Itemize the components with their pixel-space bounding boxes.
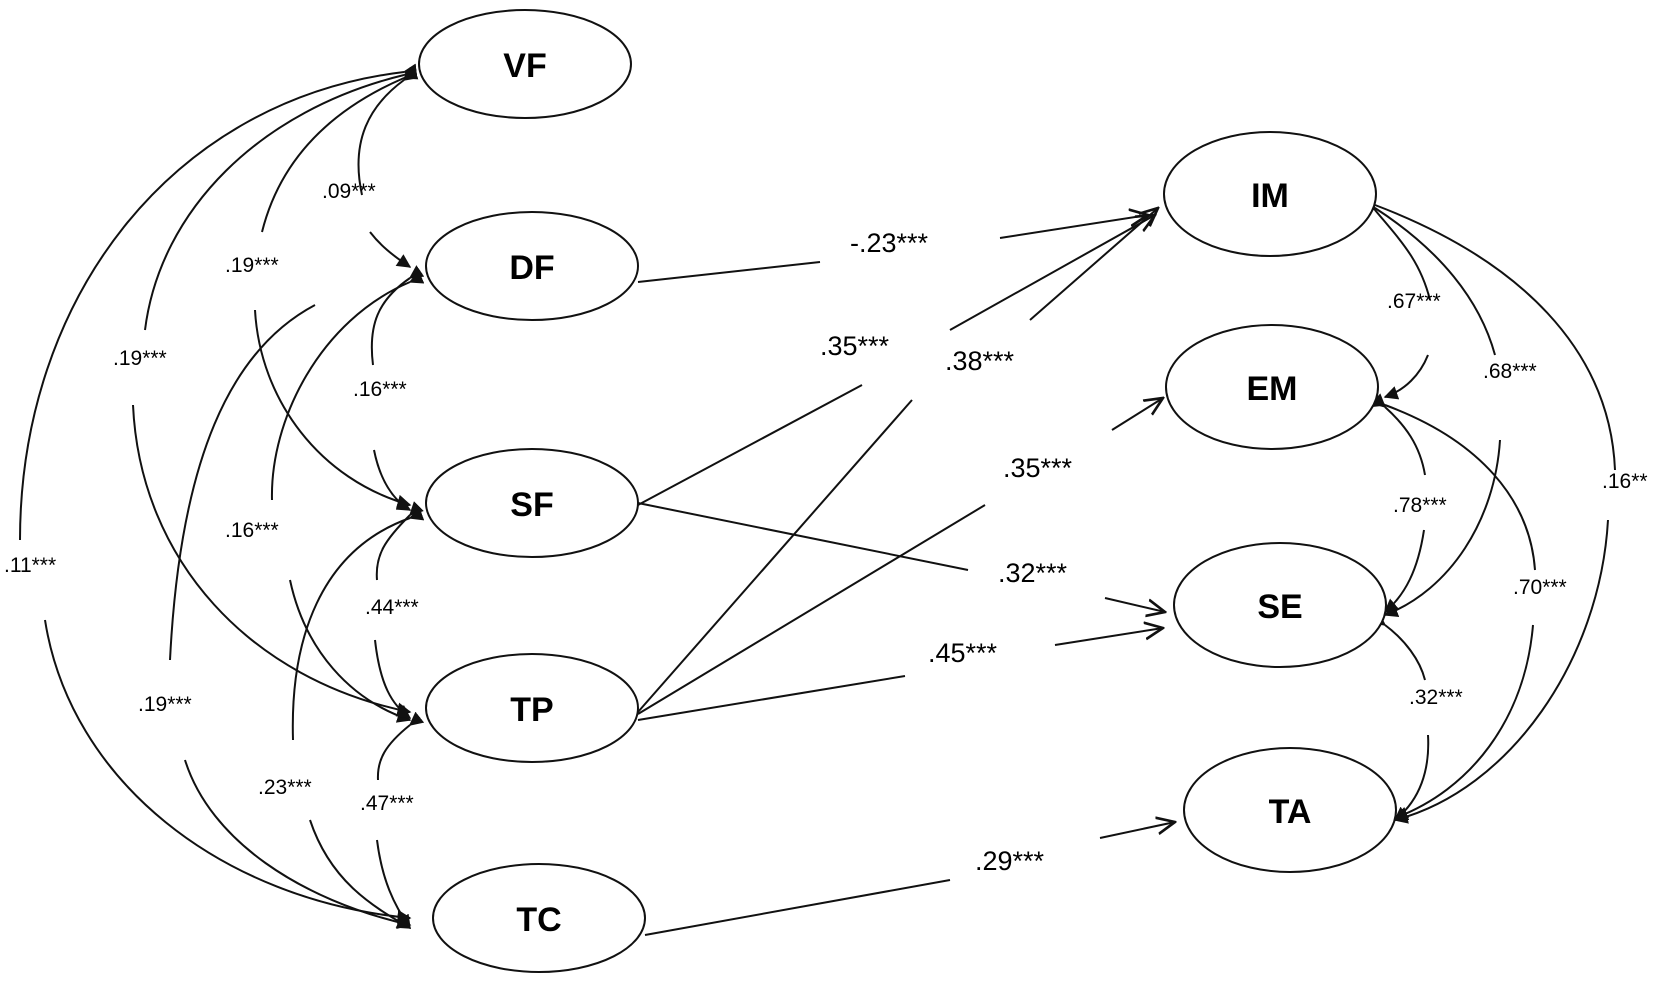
node-df-label: DF: [509, 249, 554, 287]
coef-tp-tc: .47***: [360, 792, 414, 815]
path-df-im: [637, 261, 821, 283]
edge-vf-tp-b: [132, 404, 412, 717]
coef-df-im: -.23***: [850, 228, 929, 258]
coef-em-ta: .70***: [1513, 576, 1567, 599]
node-tp: TP: [425, 653, 639, 763]
coefficient-labels: .09*** .19*** .19*** .11*** .16*** .16**…: [4, 180, 1648, 876]
edge-vf-tc: [19, 63, 418, 541]
path-sf-im-b: [949, 215, 1155, 331]
edge-sf-tc-b: [309, 819, 412, 929]
path-tp-im: [637, 399, 913, 713]
node-em-label: EM: [1247, 370, 1298, 408]
coef-vf-tp: .19***: [113, 347, 167, 370]
edge-sf-tp: [375, 501, 424, 581]
edge-im-se-b: [1383, 439, 1501, 618]
coef-im-em: .67***: [1387, 290, 1441, 313]
node-tp-label: TP: [510, 691, 553, 729]
node-df: DF: [425, 211, 639, 321]
node-vf-label: VF: [503, 47, 546, 85]
coef-vf-df: .09***: [322, 180, 376, 203]
path-sf-im: [637, 384, 863, 506]
node-im: IM: [1163, 131, 1377, 257]
edge-vf-df: [357, 66, 419, 196]
coef-sf-im: .35***: [820, 331, 890, 361]
coef-tp-em: .35***: [1003, 453, 1073, 483]
edge-sf-tc: [291, 507, 425, 741]
correlations-left: [19, 63, 425, 930]
edge-df-sf: [370, 265, 425, 366]
edge-im-ta: [1360, 193, 1616, 471]
node-tc-label: TC: [516, 901, 561, 939]
edge-tp-tc-b: [376, 839, 411, 930]
edge-em-ta-b: [1393, 624, 1534, 821]
node-vf: VF: [418, 9, 632, 119]
node-ta: TA: [1183, 747, 1397, 873]
edge-em-ta: [1370, 394, 1536, 571]
coef-im-ta: .16**: [1602, 470, 1648, 493]
regression-paths: [637, 208, 1175, 936]
path-df-im-b: [999, 215, 1148, 239]
edge-im-ta-b: [1393, 519, 1609, 824]
node-ta-label: TA: [1269, 793, 1312, 831]
edge-tp-tc: [376, 711, 425, 781]
coef-vf-sf: .19***: [225, 254, 279, 277]
coef-df-sf: .16***: [353, 378, 407, 401]
edge-sf-tp-b: [374, 639, 412, 719]
coef-se-ta: .32***: [1409, 686, 1463, 709]
coef-im-se: .68***: [1483, 360, 1537, 383]
edge-em-se-b: [1383, 529, 1425, 613]
edge-vf-sf-b: [254, 309, 412, 509]
path-tp-em-b: [1111, 398, 1163, 431]
path-tp-em: [637, 504, 986, 715]
node-tc: TC: [432, 863, 646, 973]
coef-tp-se: .45***: [928, 638, 998, 668]
coef-sf-tp: .44***: [365, 596, 419, 619]
path-sf-se: [637, 502, 969, 571]
coef-sf-se: .32***: [998, 558, 1068, 588]
path-tp-im-b: [1029, 208, 1158, 321]
node-im-label: IM: [1251, 177, 1289, 215]
edge-vf-sf: [261, 66, 419, 233]
edge-im-em: [1361, 195, 1431, 301]
edge-df-tp: [270, 270, 425, 501]
edge-im-em-b: [1383, 354, 1429, 400]
edge-df-tc-b: [184, 759, 412, 930]
coef-tc-ta: .29***: [975, 846, 1045, 876]
edge-se-ta-b: [1393, 734, 1430, 821]
edge-vf-tc-b: [44, 619, 412, 924]
coef-tp-im: .38***: [945, 346, 1015, 376]
path-sf-se-b: [1104, 597, 1165, 612]
edge-df-sf-b: [373, 449, 412, 511]
coef-em-se: .78***: [1393, 494, 1447, 517]
node-se-label: SE: [1257, 588, 1302, 626]
node-sf-label: SF: [510, 486, 553, 524]
correlations-right: [1360, 193, 1616, 824]
edge-vf-tp: [144, 65, 418, 331]
coef-df-tp: .16***: [225, 519, 279, 542]
edge-df-tp-b: [289, 579, 412, 723]
edge-im-se: [1360, 195, 1496, 356]
edge-df-tc: [169, 304, 316, 661]
coef-vf-tc: .11***: [4, 554, 56, 577]
path-tc-ta: [644, 879, 951, 936]
node-sf: SF: [425, 448, 639, 558]
node-se: SE: [1173, 542, 1387, 668]
coef-sf-tc: .23***: [258, 776, 312, 799]
edge-se-ta: [1370, 611, 1426, 681]
node-em: EM: [1165, 324, 1379, 450]
edge-em-se: [1370, 393, 1426, 476]
path-tp-se: [637, 675, 906, 721]
edge-vf-df-b: [369, 231, 412, 268]
coef-df-tc: .19***: [138, 693, 192, 716]
path-tc-ta-b: [1099, 822, 1175, 839]
path-tp-se-b: [1054, 628, 1163, 646]
